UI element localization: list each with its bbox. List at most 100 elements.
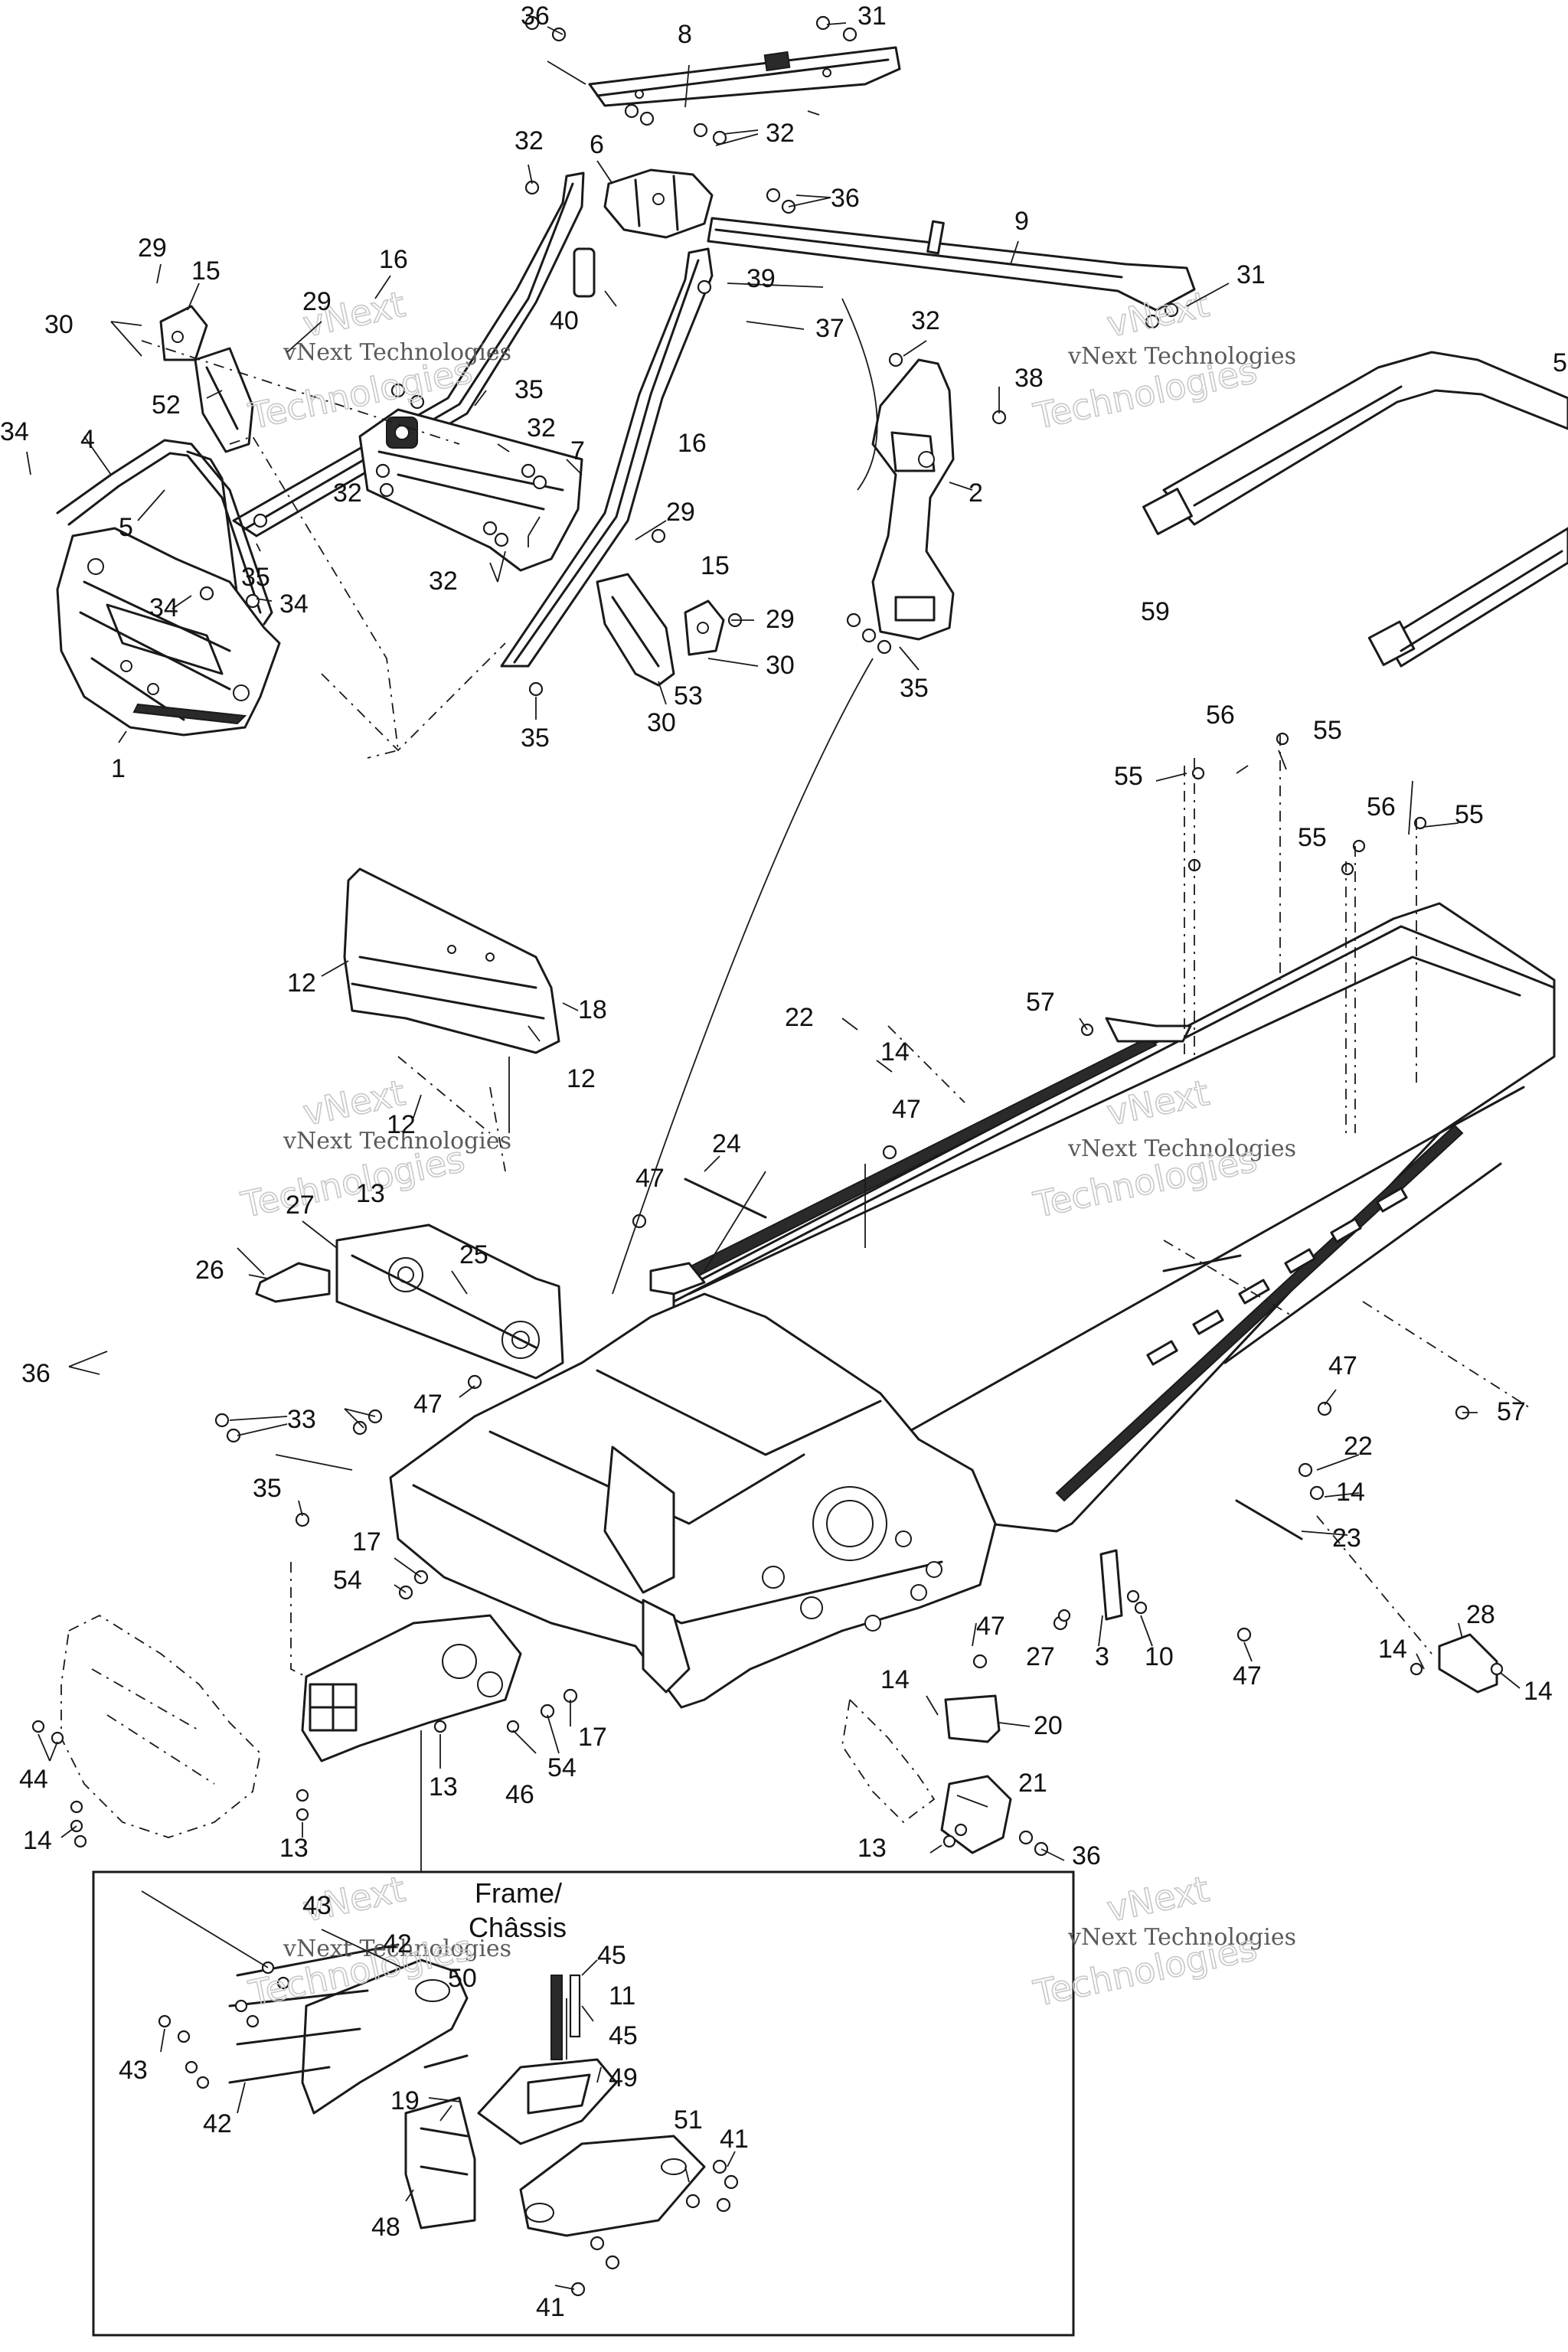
callout-29: 29 xyxy=(138,234,167,263)
callout-50: 50 xyxy=(448,1964,477,1993)
callout-1: 1 xyxy=(111,754,126,783)
callout-13: 13 xyxy=(429,1772,458,1802)
callout-49: 49 xyxy=(609,2063,638,2092)
callout-51: 51 xyxy=(674,2105,703,2135)
callout-28: 28 xyxy=(1466,1600,1495,1629)
callout-14: 14 xyxy=(1524,1677,1553,1706)
part-23-strip xyxy=(1235,1499,1303,1540)
callout-30: 30 xyxy=(647,708,676,737)
part-16-right-support xyxy=(500,247,714,668)
callout-16: 16 xyxy=(678,429,707,458)
callout-32: 32 xyxy=(514,126,544,155)
callout-14: 14 xyxy=(1378,1635,1407,1664)
callout-16: 16 xyxy=(379,245,408,274)
inset-title-line1: Frame/ xyxy=(475,1877,562,1909)
callout-35: 35 xyxy=(514,375,544,404)
callout-42: 42 xyxy=(383,1929,412,1958)
phantom-front-suspension xyxy=(60,1614,261,1838)
callout-56: 56 xyxy=(1206,701,1235,730)
callout-30: 30 xyxy=(44,310,74,339)
callout-36: 36 xyxy=(21,1359,51,1388)
callout-17: 17 xyxy=(352,1527,381,1557)
callout-34: 34 xyxy=(0,417,29,446)
callout-32: 32 xyxy=(527,413,556,443)
callout-17: 17 xyxy=(578,1723,607,1752)
callout-14: 14 xyxy=(880,1037,910,1067)
callout-12: 12 xyxy=(567,1064,596,1093)
part-40-spacer xyxy=(573,247,596,298)
callout-53: 53 xyxy=(674,681,703,710)
part-24-strip xyxy=(684,1178,767,1219)
callout-41: 41 xyxy=(720,2125,749,2154)
front-crossmember xyxy=(301,1614,522,1762)
callout-35: 35 xyxy=(253,1474,282,1503)
callout-37: 37 xyxy=(815,314,844,343)
callout-46: 46 xyxy=(505,1780,534,1809)
callout-20: 20 xyxy=(1034,1711,1063,1740)
inset-parts xyxy=(158,1943,739,2297)
callout-27: 27 xyxy=(286,1191,315,1220)
callout-55: 55 xyxy=(1313,716,1342,745)
callout-8: 8 xyxy=(678,20,692,49)
callout-27: 27 xyxy=(1026,1642,1055,1671)
callout-18: 18 xyxy=(578,995,607,1024)
callout-11: 11 xyxy=(609,1981,635,2011)
callout-22: 22 xyxy=(1344,1432,1373,1461)
callout-47: 47 xyxy=(1233,1661,1262,1690)
callout-13: 13 xyxy=(279,1834,309,1863)
callout-40: 40 xyxy=(550,306,579,335)
callout-12: 12 xyxy=(287,969,316,998)
callout-55: 55 xyxy=(1114,762,1143,791)
callout-15: 15 xyxy=(701,551,730,580)
callout-6: 6 xyxy=(590,130,604,159)
callout-14: 14 xyxy=(23,1826,52,1855)
callout-15: 15 xyxy=(191,256,220,286)
part-16-left-support xyxy=(232,172,585,537)
part-3-small-plate xyxy=(1099,1549,1123,1621)
callout-7: 7 xyxy=(570,436,585,466)
callout-32: 32 xyxy=(911,306,940,335)
svg-text:vNext Technologies: vNext Technologies xyxy=(283,1936,511,1962)
tunnel-frame xyxy=(672,902,1556,1533)
part-8-upper-bar xyxy=(588,46,901,107)
part-20-21-rear-brackets xyxy=(841,1694,1012,1854)
callout-32: 32 xyxy=(429,567,458,596)
svg-text:vNext Technologies: vNext Technologies xyxy=(283,1128,511,1155)
callout-4: 4 xyxy=(80,425,95,454)
callout-55: 55 xyxy=(1298,823,1327,852)
callout-5-edge: 5 xyxy=(1553,348,1567,377)
callout-47: 47 xyxy=(635,1164,665,1193)
parts-artwork xyxy=(31,15,1568,2337)
callout-31: 31 xyxy=(1236,260,1266,289)
callout-42: 42 xyxy=(203,2109,232,2138)
callout-48: 48 xyxy=(371,2213,400,2242)
callout-29: 29 xyxy=(666,498,695,527)
callout-12: 12 xyxy=(387,1110,416,1139)
callout-34: 34 xyxy=(149,593,178,622)
callout-leaders xyxy=(26,22,1521,2290)
fastener-alignment-lines xyxy=(1184,735,1417,1133)
fasteners xyxy=(31,15,1504,1857)
callout-43: 43 xyxy=(302,1891,332,1920)
callout-47: 47 xyxy=(892,1095,921,1124)
tunnel-cooler-slots xyxy=(1146,1187,1408,1366)
callout-14: 14 xyxy=(1336,1478,1365,1507)
callout-31: 31 xyxy=(858,2,887,31)
callout-22: 22 xyxy=(785,1003,814,1032)
svg-text:vNext Technologies: vNext Technologies xyxy=(1067,1135,1296,1162)
callout-13: 13 xyxy=(858,1834,887,1863)
callout-30: 30 xyxy=(766,651,795,680)
part-28-rear-bracket xyxy=(1438,1633,1498,1694)
watermarks: vNext vNext Technologies Technologies vN… xyxy=(237,283,1296,2015)
inset-title-line2: Châssis xyxy=(469,1912,567,1943)
callout-44: 44 xyxy=(19,1765,48,1794)
part-15-52-left-bracket xyxy=(159,305,254,453)
callout-59: 59 xyxy=(1141,597,1170,626)
callout-41: 41 xyxy=(536,2293,565,2322)
callout-13: 13 xyxy=(356,1179,385,1208)
watermark-2: vNext vNext Technologies Technologies xyxy=(1029,283,1296,438)
callout-52: 52 xyxy=(152,390,181,420)
callout-9: 9 xyxy=(1014,207,1029,236)
svg-text:vNext Technologies: vNext Technologies xyxy=(1067,1924,1296,1951)
callout-47: 47 xyxy=(413,1390,443,1419)
